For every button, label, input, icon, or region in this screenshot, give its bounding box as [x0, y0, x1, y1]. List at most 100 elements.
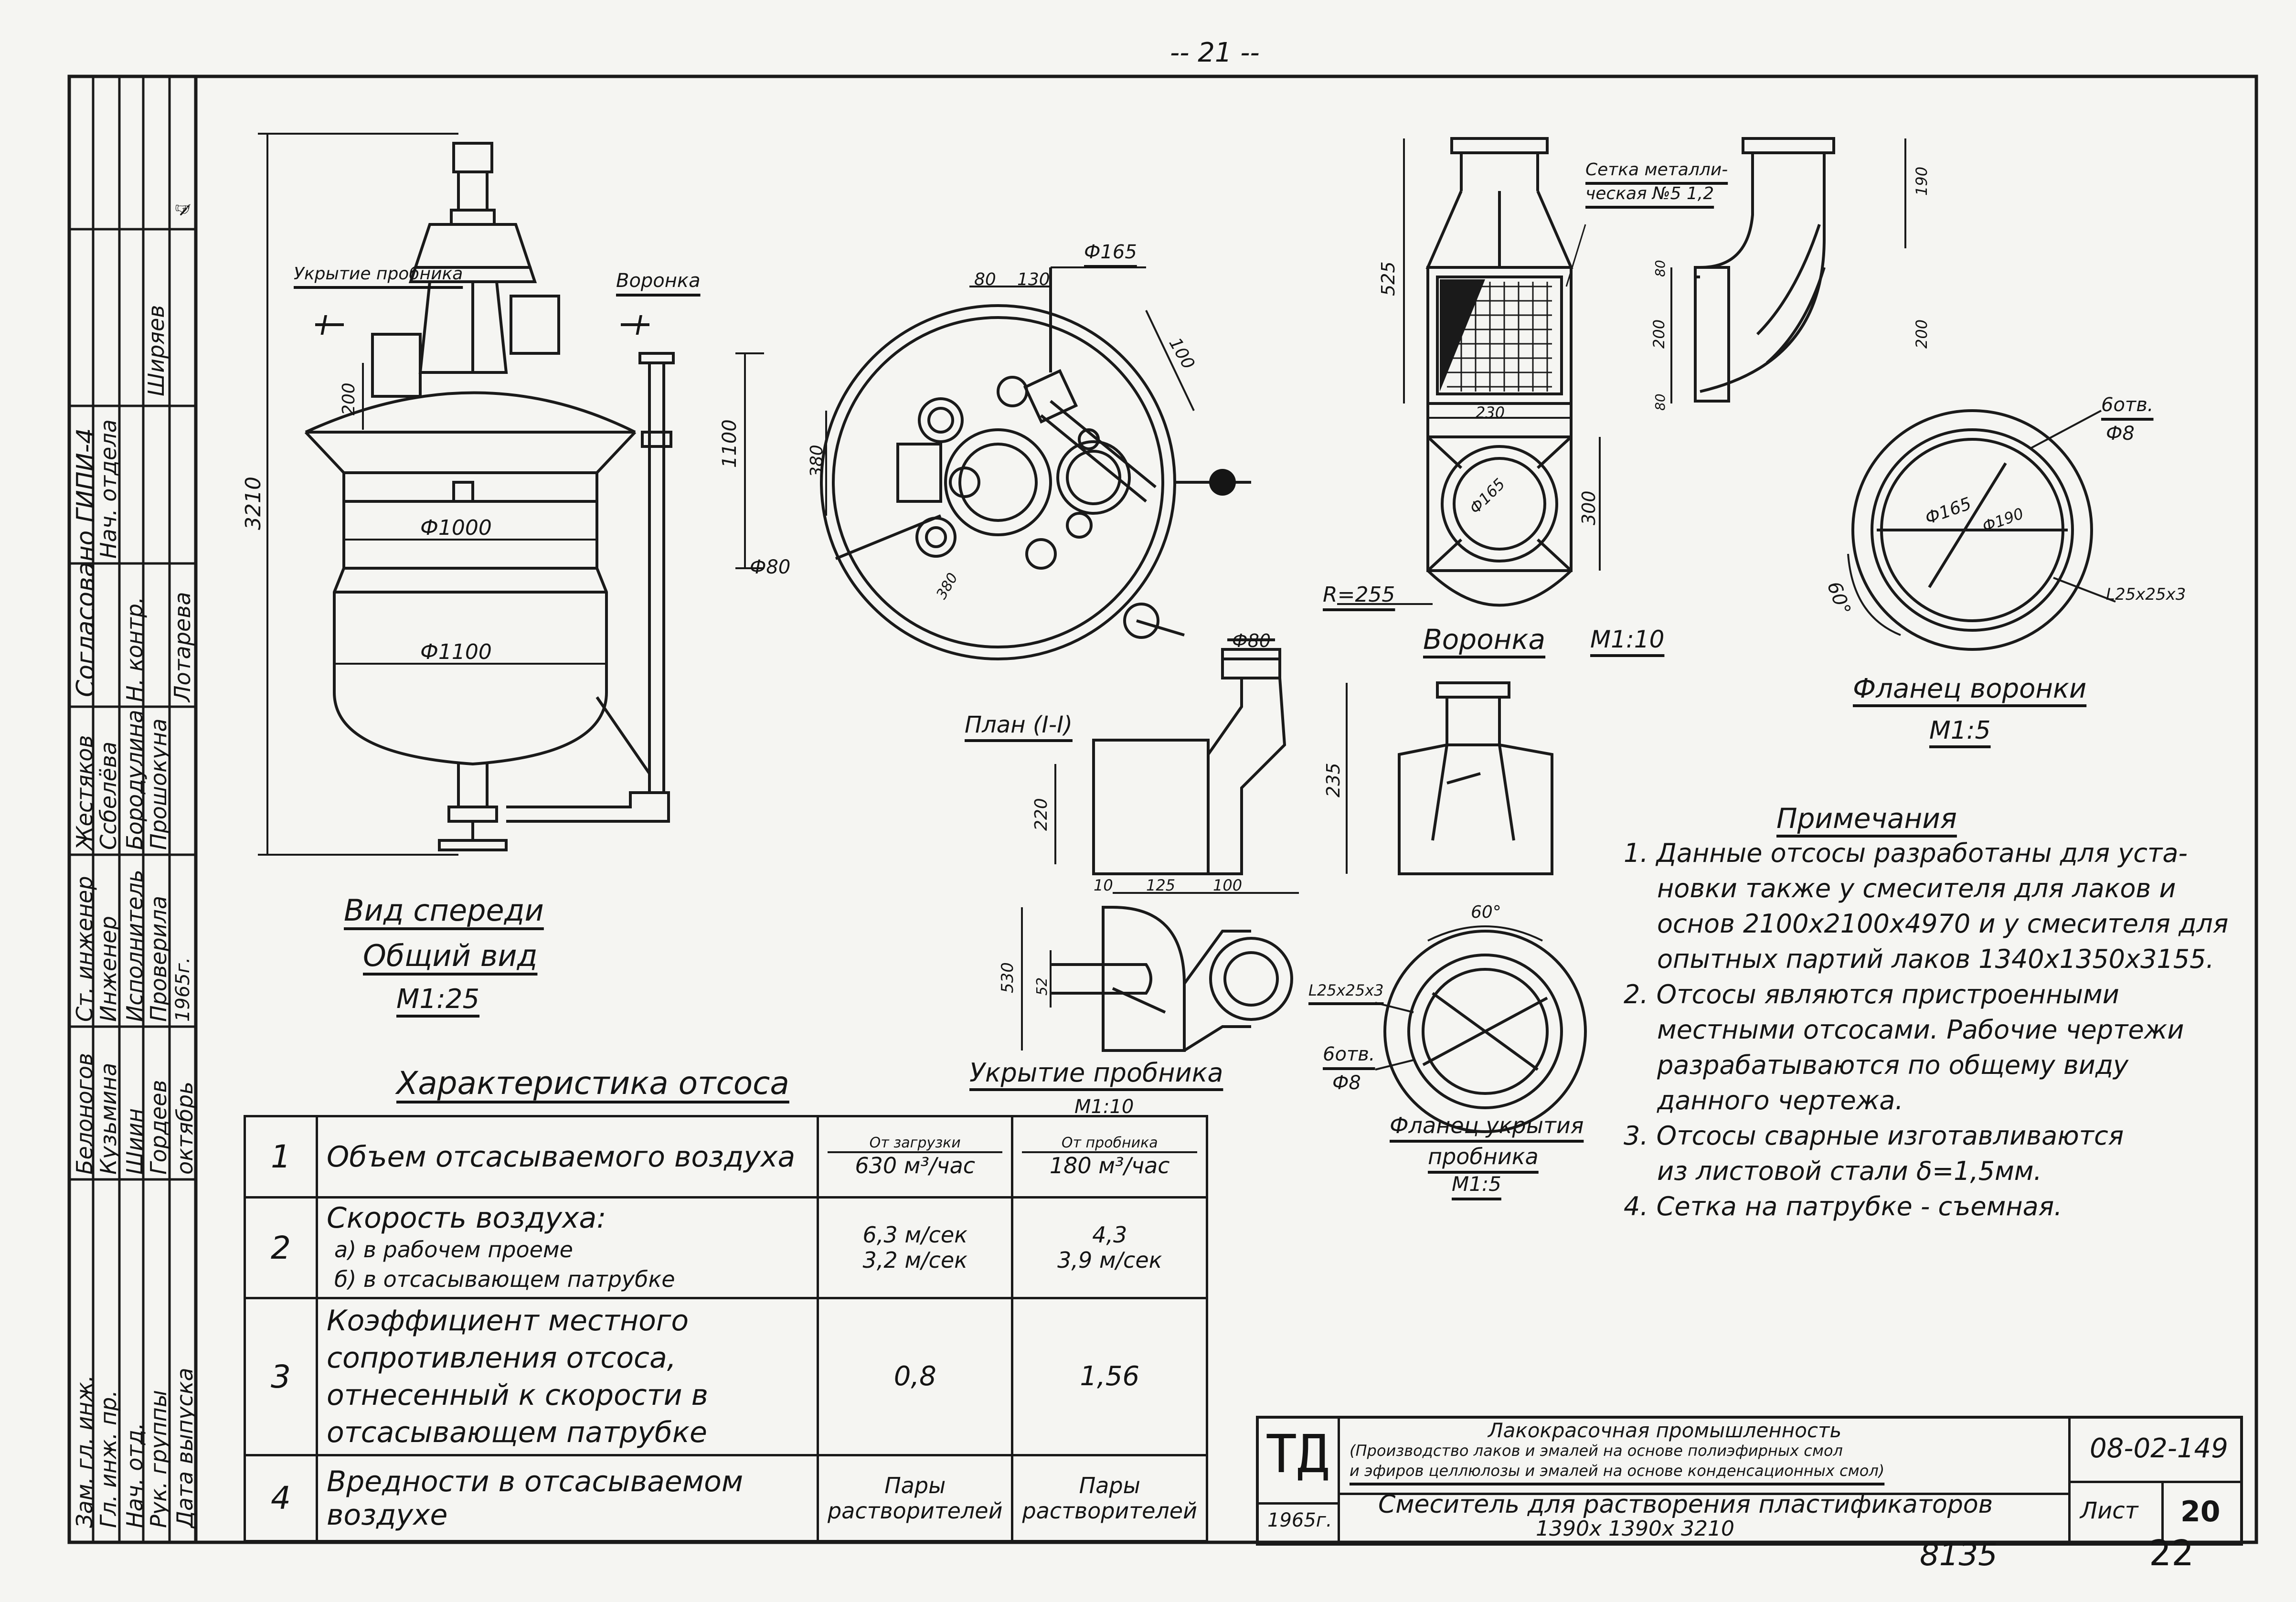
section-mark-right: I: [635, 310, 643, 341]
side-name: Белоногов: [72, 1052, 97, 1175]
funnel-d525: 525: [1378, 261, 1399, 296]
note-line: 1. Данные отсосы разработаны для уста-: [1624, 838, 2188, 868]
general-view-caption: Общий вид: [363, 938, 538, 973]
cell-value: 0,8: [816, 1297, 1014, 1456]
section-mark-left: I: [320, 310, 328, 341]
funnel-d300: 300: [1578, 490, 1599, 525]
hatch-d100: 100: [1213, 876, 1243, 894]
side-name2: Жестяков: [72, 735, 97, 850]
hatch-flange-holes: 6отв.: [1323, 1043, 1375, 1065]
dim-d1000: Ф1000: [420, 516, 492, 540]
side-approval-name: Лотарева: [170, 592, 195, 702]
dim-130: 130: [1017, 270, 1050, 289]
row-num: 3: [244, 1297, 318, 1456]
note-line: 4. Сетка на патрубке - съемная.: [1624, 1191, 2062, 1221]
row-num: 4: [244, 1454, 318, 1542]
cell-value: 4,3: [1092, 1222, 1127, 1248]
stamp-code: ТД: [1265, 1423, 1329, 1485]
funnel-flange-drawing: [1851, 409, 2093, 651]
row-text: Объем отсасываемого воздуха: [316, 1115, 819, 1199]
hatch-flange-steel: L25х25х3: [1308, 981, 1384, 999]
note-line: 2. Отсосы являются пристроенными: [1624, 979, 2119, 1009]
side-role: Зам. гл. инж.: [72, 1375, 97, 1528]
stamp-line5: 1390х 1390х 3210: [1536, 1517, 1734, 1541]
dim-d80: Ф80: [750, 556, 791, 578]
side-role: Дата выпуска: [172, 1368, 198, 1528]
funnel-d80a: 80: [1652, 260, 1668, 277]
side-role2: Проверила: [146, 895, 171, 1022]
side-name: Кузьмина: [96, 1062, 121, 1175]
hatch-flange-caption-2: пробника: [1428, 1144, 1539, 1169]
funnel-d80b: 80: [1652, 393, 1668, 411]
side-role: Гл. инж. пр.: [96, 1390, 121, 1528]
side-role: Нач. отд.: [122, 1422, 148, 1528]
note-line: основ 2100х2100х4970 и у смесителя для: [1657, 909, 2229, 939]
front-view-scale: М1:25: [396, 984, 480, 1015]
page-number: -- 21 --: [1170, 37, 1260, 68]
characteristics-table: 1 Объем отсасываемого воздуха От загрузк…: [244, 1115, 1208, 1542]
funnel-drawing: [1425, 137, 1835, 607]
hatch-lower-d235: 235: [1323, 763, 1344, 797]
funnel-d230: 230: [1476, 403, 1505, 422]
cell-value: 180 м³/час: [1049, 1153, 1170, 1179]
dim-200: 200: [339, 382, 359, 415]
side-role: Рук. группы: [146, 1390, 171, 1528]
hatch-d530: 530: [998, 962, 1017, 993]
hatch-flange-hole-d: Ф8: [1332, 1072, 1361, 1094]
notes-title: Примечания: [1776, 802, 1957, 835]
dim-d165: Ф165: [1084, 241, 1137, 263]
cell-value: 1,56: [1011, 1297, 1208, 1456]
funnel-caption: Воронка: [1423, 623, 1546, 656]
funnel-flange-caption: Фланец воронки: [1853, 673, 2087, 704]
note-line: из листовой стали δ=1,5мм.: [1657, 1156, 2042, 1186]
title-block: ТД 1965г. Лакокрасочная промышленность (…: [1256, 1416, 2243, 1546]
col-header: От загрузки: [827, 1135, 1003, 1154]
row-text: Вредности в отсасываемом воздухе: [316, 1454, 819, 1542]
notes-list: 1. Данные отсосы разработаны для уста- н…: [1624, 836, 2228, 1224]
row-num: 1: [244, 1115, 318, 1199]
label-funnel: Воронка: [616, 270, 701, 292]
side-name2: Ссбелёва: [96, 741, 121, 850]
stamp-line4: Смеситель для растворения пластификаторо…: [1378, 1490, 1993, 1519]
row-value-1: 6,3 м/сек 3,2 м/сек: [816, 1196, 1014, 1299]
row-text-cell: Скорость воздуха: а) в рабочем проеме б)…: [316, 1196, 819, 1299]
row-value-2: От пробника 180 м³/час: [1011, 1115, 1208, 1199]
funnel-d190: 190: [1913, 166, 1931, 196]
row-value-2: 4,3 3,9 м/сек: [1011, 1196, 1208, 1299]
hatch-view-caption: Укрытие пробника: [969, 1058, 1223, 1088]
cell-value: Пары растворителей: [1011, 1454, 1208, 1542]
side-role2: Исполнитель: [122, 870, 148, 1022]
stamp-sheet-no: 20: [2180, 1495, 2221, 1528]
stamp-year: 1965г.: [1267, 1509, 1332, 1531]
characteristics-title: Характеристика отсоса: [396, 1065, 789, 1102]
dim-d1100: Ф1100: [420, 640, 492, 664]
front-view-caption: Вид спереди: [344, 893, 544, 928]
stamp-doc-no: 08-02-149: [2090, 1433, 2228, 1464]
table-row: 3 Коэффициент местного сопротивления отс…: [244, 1297, 1208, 1456]
hatch-flange-angle: 60°: [1471, 902, 1501, 922]
table-row: 2 Скорость воздуха: а) в рабочем проеме …: [244, 1196, 1208, 1299]
cell-value: 6,3 м/сек: [862, 1222, 967, 1248]
page-number-bottom: 22: [2149, 1533, 2194, 1574]
side-year: 1965г.: [172, 957, 194, 1022]
note-line: 3. Отсосы сварные изготавливаются: [1624, 1121, 2124, 1151]
plan-section-caption: План (I-I): [965, 711, 1073, 738]
cell-value: Пары растворителей: [816, 1454, 1014, 1542]
signature-image: ✍: [172, 198, 194, 220]
side-name: Гордеев: [146, 1080, 171, 1175]
side-role2: Инженер: [96, 916, 121, 1022]
mesh-label-2: ческая №5 1,2: [1585, 184, 1714, 203]
dim-80: 80: [974, 270, 996, 289]
funnel-flange-scale: М1:5: [1929, 716, 1991, 745]
dim-1100: 1100: [719, 419, 741, 468]
funnel-flange-hole-d: Ф8: [2106, 423, 2135, 445]
hatch-lower-drawing: [1398, 681, 1553, 875]
row-num: 2: [244, 1196, 318, 1299]
note-line: разрабатываются по общему виду: [1657, 1050, 2129, 1080]
hatch-d10: 10: [1094, 876, 1113, 894]
mesh-label-1: Сетка металли-: [1585, 160, 1728, 180]
cell-value: 3,9 м/сек: [1057, 1247, 1162, 1273]
plan-section-d80: Ф80: [1232, 630, 1271, 651]
hatch-flange-drawing: [1383, 930, 1587, 1133]
